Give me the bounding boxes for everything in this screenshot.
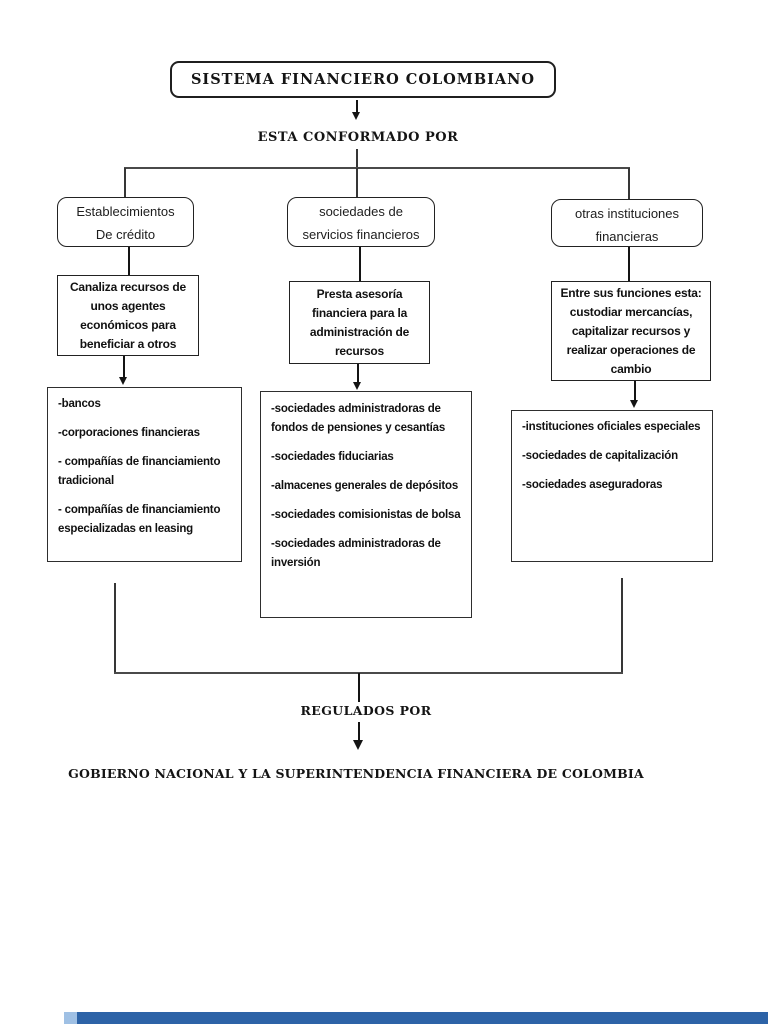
list-item: - compañías de financiamiento especializ… [58, 504, 221, 535]
connector-right-list [634, 381, 636, 402]
arrowhead-down-icon [352, 382, 361, 390]
category-label-line1: otras instituciones [574, 206, 680, 221]
list-item: -corporaciones financieras [58, 427, 200, 439]
connector-middle-list [357, 364, 359, 384]
connector-branch-horizontal [124, 167, 630, 169]
connector-branch-middle [356, 168, 358, 197]
connector-branch-left [124, 168, 126, 197]
conformado-label: ESTA CONFORMADO POR [257, 130, 459, 145]
diagram-title: SISTEMA FINANCIERO COLOMBIANO [190, 71, 536, 88]
arrowhead-down-icon [352, 112, 360, 120]
title-box: SISTEMA FINANCIERO COLOMBIANO [170, 61, 556, 98]
arrowhead-down-icon [118, 377, 127, 385]
list-item: -bancos [58, 398, 101, 410]
category-box-sociedades-servicios: sociedades de servicios financieros [287, 197, 435, 247]
list-item: -sociedades administradoras de inversión [271, 538, 441, 569]
connector-bottom-horizontal [114, 672, 623, 674]
connector-title-down [356, 100, 358, 114]
connector-branch-right [628, 168, 630, 199]
connector-right-desc [628, 247, 630, 281]
next-page-edge-highlight [64, 1012, 77, 1024]
description-box-otras-instituciones: Entre sus funciones esta: custodiar merc… [551, 281, 711, 381]
description-box-sociedades-servicios: Presta asesoría financiera para la admin… [289, 281, 430, 364]
connector-left-list [123, 356, 125, 379]
category-label-line2: De crédito [95, 227, 156, 242]
category-box-otras-instituciones: otras instituciones financieras [551, 199, 703, 247]
list-box-otras-instituciones: -instituciones oficiales especiales -soc… [511, 410, 713, 562]
category-label-line2: financieras [595, 229, 659, 244]
connector-bottom-right [621, 578, 623, 673]
connector-bottom-left [114, 583, 116, 673]
list-item: -instituciones oficiales especiales [522, 421, 701, 433]
connector-center-stub [356, 149, 358, 167]
description-box-establecimientos: Canaliza recursos de unos agentes económ… [57, 275, 199, 356]
connector-regulados-stub [358, 673, 360, 702]
arrowhead-down-icon [629, 400, 638, 408]
list-item: -sociedades de capitalización [522, 450, 678, 462]
connector-regulados-down [358, 722, 360, 741]
list-item: - compañías de financiamiento tradiciona… [58, 456, 221, 487]
list-box-sociedades-servicios: -sociedades administradoras de fondos de… [260, 391, 472, 618]
list-item: -sociedades aseguradoras [522, 479, 663, 491]
arrowhead-down-icon [352, 740, 363, 750]
connector-middle-desc [359, 247, 361, 281]
category-label-line1: Establecimientos [76, 204, 175, 219]
next-page-top-bar [64, 1012, 768, 1024]
list-item: -sociedades comisionistas de bolsa [271, 509, 461, 521]
category-box-establecimientos: Establecimientos De crédito [57, 197, 194, 247]
list-item: -sociedades fiduciarias [271, 451, 394, 463]
list-item: -almacenes generales de depósitos [271, 480, 459, 492]
connector-left-desc [128, 247, 130, 275]
list-item: -sociedades administradoras de fondos de… [271, 403, 446, 434]
list-box-establecimientos: -bancos -corporaciones financieras - com… [47, 387, 242, 562]
regulados-label: REGULADOS POR [300, 703, 432, 718]
category-label-line1: sociedades de [319, 204, 403, 219]
regulator-label: GOBIERNO NACIONAL Y LA SUPERINTENDENCIA … [68, 766, 644, 781]
category-label-line2: servicios financieros [302, 227, 420, 242]
